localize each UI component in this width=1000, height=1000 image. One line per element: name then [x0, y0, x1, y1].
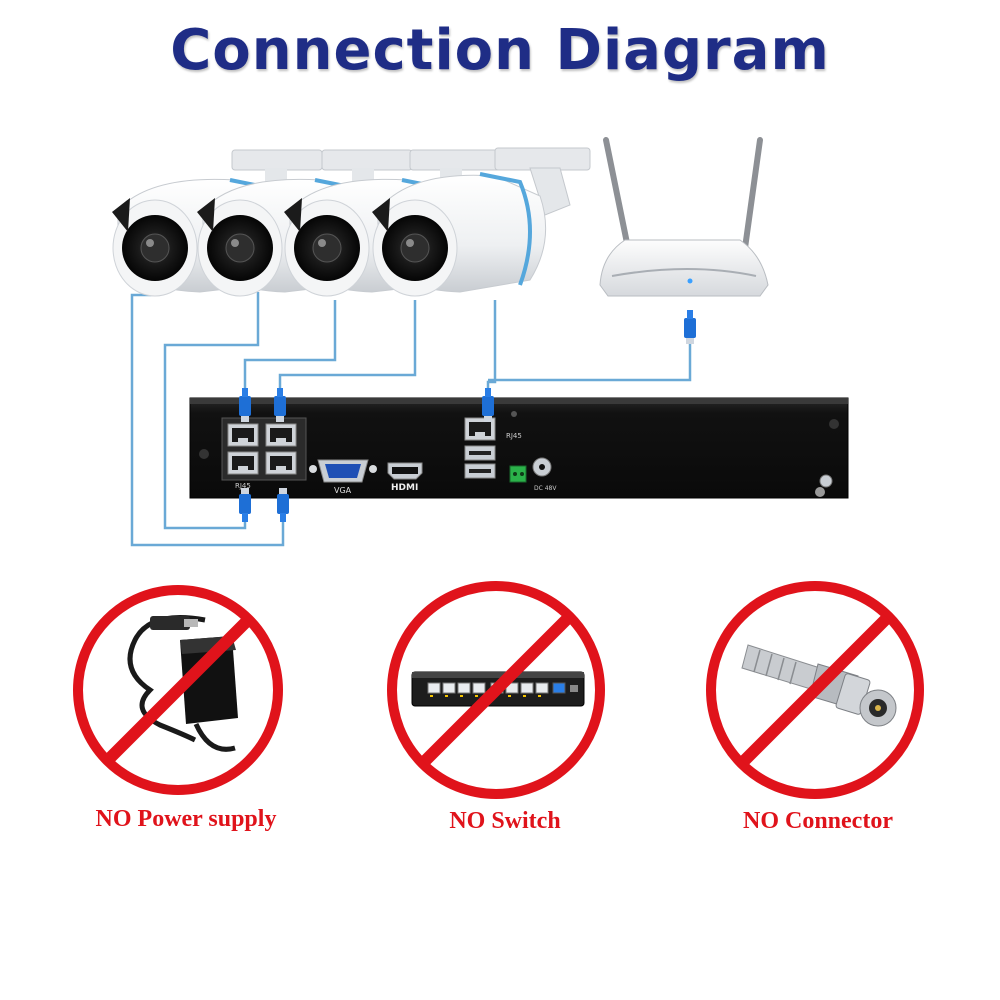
poe-label: RJ45	[235, 482, 251, 490]
hdmi-label: HDMI	[391, 483, 418, 493]
router-rj45-plug	[684, 310, 696, 344]
ip-cameras	[112, 147, 591, 297]
cable-camera-3	[243, 300, 337, 392]
dc-label: DC 48V	[534, 485, 557, 492]
no-connector-label: NO Connector	[743, 808, 893, 834]
nvr-recorder: RJ45 VGA HDMI RJ45 DC 48V	[189, 397, 849, 499]
wifi-router	[599, 137, 769, 297]
no-switch	[387, 581, 605, 799]
vga-label: VGA	[334, 486, 352, 495]
camera-4	[372, 147, 591, 297]
lan-label: RJ45	[506, 432, 522, 440]
no-power-supply	[73, 585, 283, 795]
cable-camera-5	[486, 300, 497, 392]
poe-port-1	[227, 423, 259, 447]
cable-camera-2	[163, 292, 260, 530]
no-switch-label: NO Switch	[449, 808, 561, 834]
poe-port-2	[265, 423, 297, 447]
cable-router	[488, 340, 692, 382]
page-title: Connection Diagram	[170, 18, 830, 83]
cable-camera-4	[278, 300, 417, 392]
poe-port-3	[227, 451, 259, 475]
no-connector	[706, 581, 924, 799]
no-power-supply-label: NO Power supply	[95, 806, 277, 832]
poe-port-4	[265, 451, 297, 475]
